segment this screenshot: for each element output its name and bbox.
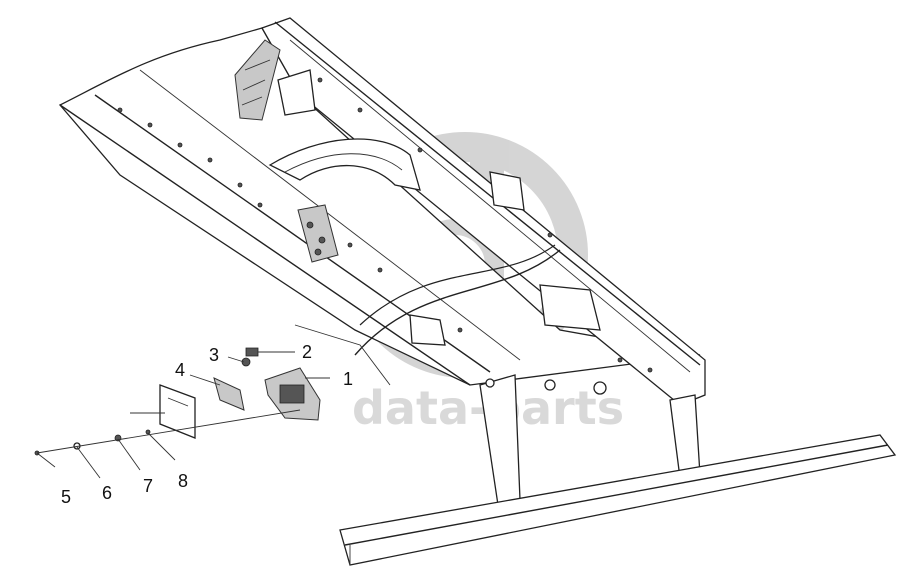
callout-5: 5 (61, 487, 71, 507)
part-3-nut (241, 357, 251, 367)
callout-8: 8 (178, 471, 188, 491)
part-2-bolt (245, 347, 259, 357)
part-4-connector (213, 377, 245, 411)
cross-member (268, 138, 421, 191)
callout-1: 1 (343, 369, 353, 389)
part-8-cover-plate (159, 384, 196, 439)
rivet-holes (117, 77, 653, 395)
callout-2: 2 (302, 342, 312, 362)
leader-lines (36, 324, 391, 479)
parts-5-6-7-fasteners (34, 429, 151, 456)
bracket-top (234, 39, 316, 121)
frame-legs (479, 374, 701, 506)
bottom-rail (339, 434, 897, 566)
callout-4: 4 (175, 360, 185, 380)
mounting-plate (297, 204, 339, 263)
bracket-right (409, 171, 601, 346)
part-1-ecu-housing (264, 367, 321, 421)
break-line (354, 244, 561, 356)
callout-6: 6 (102, 483, 112, 503)
callout-7: 7 (143, 476, 153, 496)
callout-3: 3 (209, 345, 219, 365)
